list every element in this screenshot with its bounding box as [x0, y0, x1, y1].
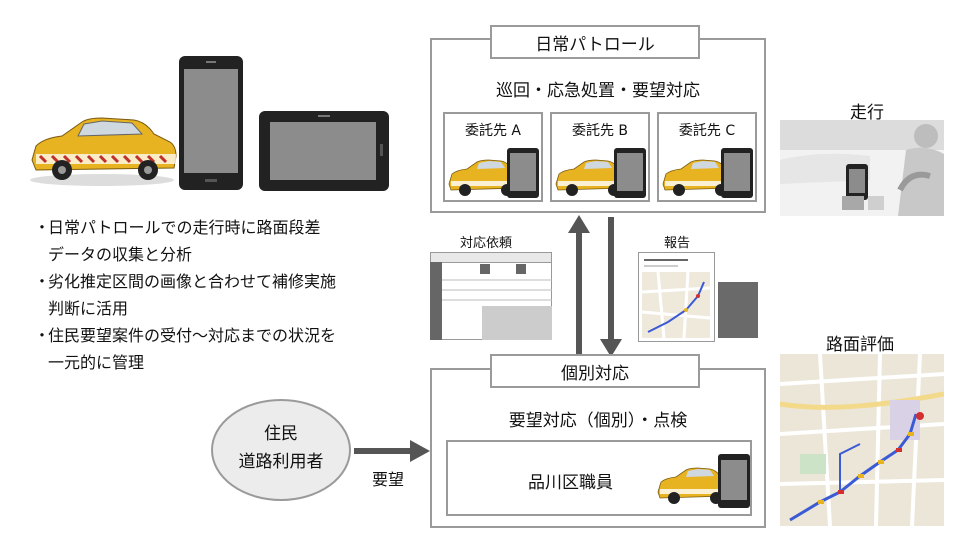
report-label: 報告	[664, 236, 691, 251]
resident-ellipse	[211, 399, 351, 501]
tablet-illustration	[259, 111, 389, 191]
road-defect-markers	[818, 432, 914, 504]
staff-box: 品川区職員	[446, 440, 752, 516]
vendor-car-phone-icon	[555, 148, 646, 198]
patrol-car-illustration	[30, 117, 177, 186]
request-label: 対応依頼	[460, 236, 513, 251]
vendor-box-c: 委託先 C	[657, 112, 757, 202]
vendor-label: 委託先 C	[678, 123, 736, 139]
bullet-item: ・ 日常パトロールでの走行時に路面段差 データの収集と分析	[34, 218, 321, 264]
request-arrow-up	[568, 215, 590, 357]
report-arrow-down	[600, 217, 622, 357]
vendor-box-a: 委託先 A	[443, 112, 543, 202]
smartphone-illustration	[179, 56, 243, 190]
road-evaluation-label: 路面評価	[826, 335, 894, 355]
driving-label: 走行	[850, 103, 884, 123]
staff-label: 品川区職員	[528, 473, 613, 493]
road-evaluation-map	[780, 354, 944, 526]
vendor-box-b: 委託先 B	[550, 112, 650, 202]
vendor-label: 委託先 B	[571, 123, 629, 139]
resident-label: 住民 道路利用者	[238, 424, 324, 472]
daily-patrol-subtitle: 巡回・応急処置・要望対応	[496, 81, 700, 101]
staff-car-phone-icon	[657, 454, 750, 508]
resident-request-arrow	[354, 440, 430, 462]
flow-arrows	[568, 215, 622, 357]
individual-response-subtitle: 要望対応（個別）・点検	[508, 411, 688, 431]
bullet-item: ・ 住民要望案件の受付～対応までの状況を 一元的に管理	[34, 326, 337, 372]
resident-request-label: 要望	[372, 470, 405, 489]
vendor-label: 委託先 A	[464, 123, 522, 139]
vendor-car-phone-icon	[448, 148, 539, 198]
bullet-item: ・ 劣化推定区間の画像と合わせて補修実施 判断に活用	[34, 272, 337, 318]
driving-scene-illustration	[780, 120, 944, 216]
report-map-document-icon	[638, 252, 758, 342]
vendor-car-phone-icon	[662, 148, 753, 198]
individual-response-title: 個別対応	[490, 354, 700, 388]
daily-patrol-title: 日常パトロール	[490, 25, 700, 59]
feature-bullet-list: ・ 日常パトロールでの走行時に路面段差 データの収集と分析 ・ 劣化推定区間の画…	[34, 214, 414, 376]
request-document-icon	[430, 252, 552, 340]
